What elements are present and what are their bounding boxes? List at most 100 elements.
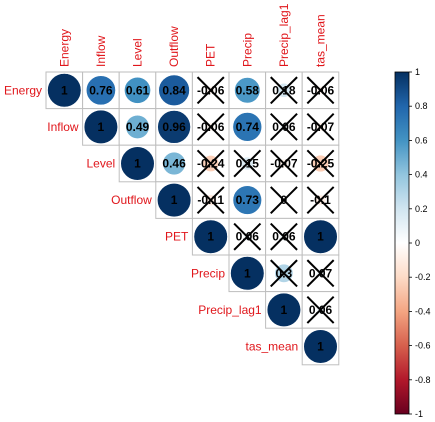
coef-label-energy-outflow: 0.84 [162, 83, 186, 97]
colorbar-tick-label: -0.6 [415, 341, 431, 351]
coef-label-outflow-tas-mean: -0.1 [310, 193, 331, 207]
column-label-precip: Precip [240, 33, 254, 67]
colorbar-tick-label: 0.2 [415, 204, 428, 214]
colorbar-tick-label: -0.8 [415, 375, 431, 385]
coef-label-inflow-precip-lag1: 0.06 [272, 120, 296, 134]
corr-circle-outflow-precip [232, 185, 262, 215]
coef-label-pet-precip: 0.06 [236, 230, 260, 244]
coef-label-outflow-pet: -0.11 [197, 193, 224, 207]
insignificant-cross-b-pet-precip [233, 222, 262, 251]
column-label-level: Level [131, 38, 145, 67]
insignificant-cross-b-inflow-pet [196, 113, 225, 141]
row-label-pet: PET [165, 230, 189, 244]
coef-label-level-pet: -0.24 [197, 157, 225, 171]
coef-label-inflow-outflow: 0.96 [162, 120, 186, 134]
insignificant-cross-b-level-precip-lag1 [270, 149, 298, 178]
row-label-outflow: Outflow [111, 193, 152, 207]
coef-label-precip-precip-lag1: 0.3 [276, 266, 293, 280]
row-label-level: Level [87, 157, 116, 171]
coef-label-energy-precip: 0.58 [236, 83, 260, 97]
coef-label-pet-pet: 1 [207, 230, 214, 244]
coef-label-inflow-tas-mean: -0.07 [307, 120, 335, 134]
colorbar-tick-label: -0.4 [415, 306, 431, 316]
corr-circle-energy-level [124, 76, 151, 104]
coef-label-outflow-precip: 0.73 [236, 193, 260, 207]
row-label-tas-mean: tas_mean [245, 340, 298, 354]
column-label-pet: PET [204, 43, 218, 67]
insignificant-cross-b-level-precip [233, 149, 262, 178]
corr-circle-energy-inflow [85, 75, 116, 106]
column-label-energy: Energy [57, 29, 71, 67]
coef-label-energy-pet: -0.06 [197, 83, 225, 97]
row-label-precip-lag1: Precip_lag1 [198, 303, 262, 317]
corr-circle-inflow-level [125, 114, 150, 139]
colorbar-tick-label: 1 [415, 67, 420, 77]
insignificant-cross-b-precip-precip-lag1 [270, 259, 298, 288]
column-label-outflow: Outflow [167, 26, 181, 67]
insignificant-cross-b-outflow-tas-mean [306, 186, 335, 214]
corr-circle-tas-mean-tas-mean [303, 329, 338, 364]
colorbar-tick-label: 0.6 [415, 135, 428, 145]
coef-label-inflow-precip: 0.74 [236, 120, 260, 134]
column-label-tas-mean: tas_mean [314, 14, 328, 67]
cross-layer [196, 76, 335, 324]
corr-circle-energy-energy [47, 73, 82, 108]
coef-label-inflow-inflow: 1 [98, 120, 105, 134]
colorbar-legend: 1 0.8 0.6 0.4 0.2 0 -0.2 -0.4 -0.6 -0.8 -1 [394, 67, 431, 419]
coef-label-layer: 1 0.76 0.61 0.84 -0.06 0.58 0.18 -0.06 1 0.49 0.96… [61, 83, 335, 353]
coef-label-precip-lag1-precip-lag1: 1 [281, 303, 288, 317]
corr-circle-pet-tas-mean [303, 219, 338, 254]
column-label-precip-lag1: Precip_lag1 [277, 3, 291, 67]
coef-label-precip-tas-mean: 0.07 [309, 266, 333, 280]
insignificant-cross-b-precip-lag1-tas-mean [306, 296, 335, 324]
insignificant-cross-b-level-pet [196, 149, 225, 178]
row-label-inflow: Inflow [47, 120, 79, 134]
insignificant-cross-b-precip-tas-mean [306, 259, 335, 288]
insignificant-cross-b-energy-pet [196, 76, 225, 105]
insignificant-cross-b-outflow-precip-lag1 [270, 186, 298, 214]
colorbar-tick-label: -0.2 [415, 272, 431, 282]
corr-circle-inflow-outflow [157, 110, 191, 144]
coef-label-tas-mean-tas-mean: 1 [317, 340, 324, 354]
coef-label-level-precip: 0.15 [236, 157, 260, 171]
colorbar-tick-label: 0.8 [415, 101, 428, 111]
coef-label-outflow-outflow: 1 [171, 193, 178, 207]
colorbar-tick-label: 0 [415, 238, 420, 248]
coef-label-energy-level: 0.61 [126, 83, 150, 97]
coef-label-outflow-precip-lag1: 0 [281, 193, 288, 207]
colorbar-tick-label: -1 [415, 409, 423, 419]
coef-label-precip-lag1-tas-mean: 0.06 [309, 303, 333, 317]
insignificant-cross-b-energy-tas-mean [306, 76, 335, 105]
corr-circle-outflow-outflow [157, 183, 192, 218]
coef-label-energy-energy: 1 [61, 83, 68, 97]
corr-circle-energy-precip [234, 77, 261, 104]
coef-label-inflow-pet: -0.06 [197, 120, 225, 134]
corr-circle-pet-pet [193, 219, 228, 254]
row-label-energy: Energy [4, 83, 42, 97]
insignificant-cross-b-inflow-precip-lag1 [270, 113, 298, 141]
coef-label-pet-tas-mean: 1 [317, 230, 324, 244]
insignificant-cross-b-pet-precip-lag1 [270, 222, 298, 251]
row-label-precip: Precip [191, 266, 225, 280]
variable-label-layer: EnergyEnergyInflowInflowLevelLevelOutflo… [4, 3, 328, 353]
corr-circle-level-outflow [162, 151, 186, 176]
coef-label-inflow-level: 0.49 [126, 120, 150, 134]
insignificant-cross-b-inflow-tas-mean [306, 113, 335, 141]
coef-label-energy-inflow: 0.76 [89, 83, 113, 97]
corr-circle-level-level [120, 146, 155, 181]
insignificant-cross-b-energy-precip-lag1 [270, 76, 298, 105]
insignificant-cross-b-level-tas-mean [306, 149, 335, 178]
corr-circle-inflow-inflow [83, 109, 119, 145]
coef-label-precip-precip: 1 [244, 266, 251, 280]
coef-label-level-tas-mean: -0.25 [307, 157, 335, 171]
column-label-inflow: Inflow [94, 35, 108, 67]
coef-label-energy-tas-mean: -0.06 [307, 83, 335, 97]
colorbar-tick-label: 0.4 [415, 170, 428, 180]
coef-label-energy-precip-lag1: 0.18 [272, 83, 296, 97]
insignificant-cross-b-outflow-pet [196, 186, 225, 214]
colorbar-gradient [394, 71, 410, 415]
corr-circle-inflow-precip [232, 112, 263, 142]
coef-label-level-level: 1 [134, 157, 141, 171]
coef-label-level-outflow: 0.46 [162, 157, 186, 171]
